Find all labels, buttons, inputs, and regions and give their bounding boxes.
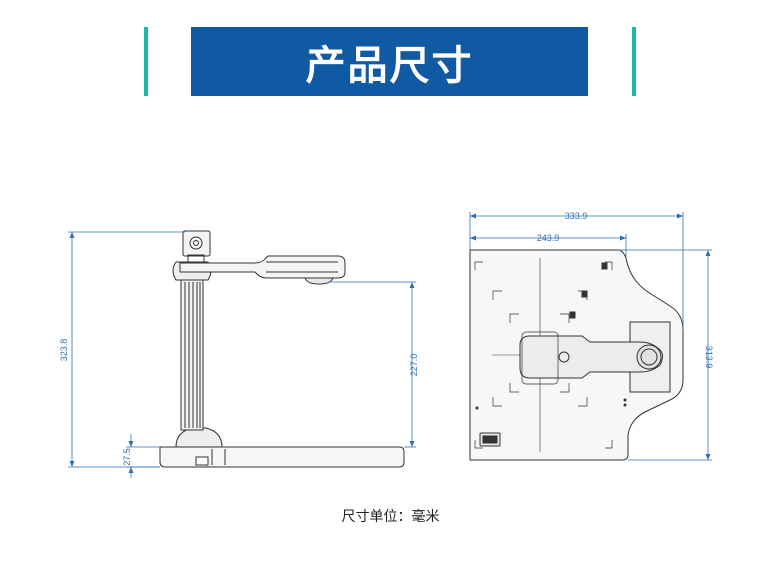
dim-inner-width-label: 243.9: [537, 233, 560, 243]
top-view-dimensions: [469, 212, 712, 461]
side-view-dimensions: [68, 231, 416, 478]
dim-base-height-label: 27.5: [122, 448, 132, 466]
page-title: 产品尺寸: [305, 42, 474, 89]
unit-note: 尺寸单位：毫米: [341, 509, 440, 525]
right-accent-bar: [632, 27, 636, 96]
left-accent-bar: [144, 27, 148, 96]
dim-camera-height-label: 227.0: [409, 354, 419, 377]
dim-depth-label: 313.9: [704, 346, 714, 369]
top-view: [469, 249, 684, 461]
dim-total-height-label: 323.8: [59, 339, 69, 362]
side-view: [159, 230, 405, 468]
title-banner: 产品尺寸: [191, 27, 588, 96]
dim-total-width-label: 333.9: [565, 211, 588, 221]
